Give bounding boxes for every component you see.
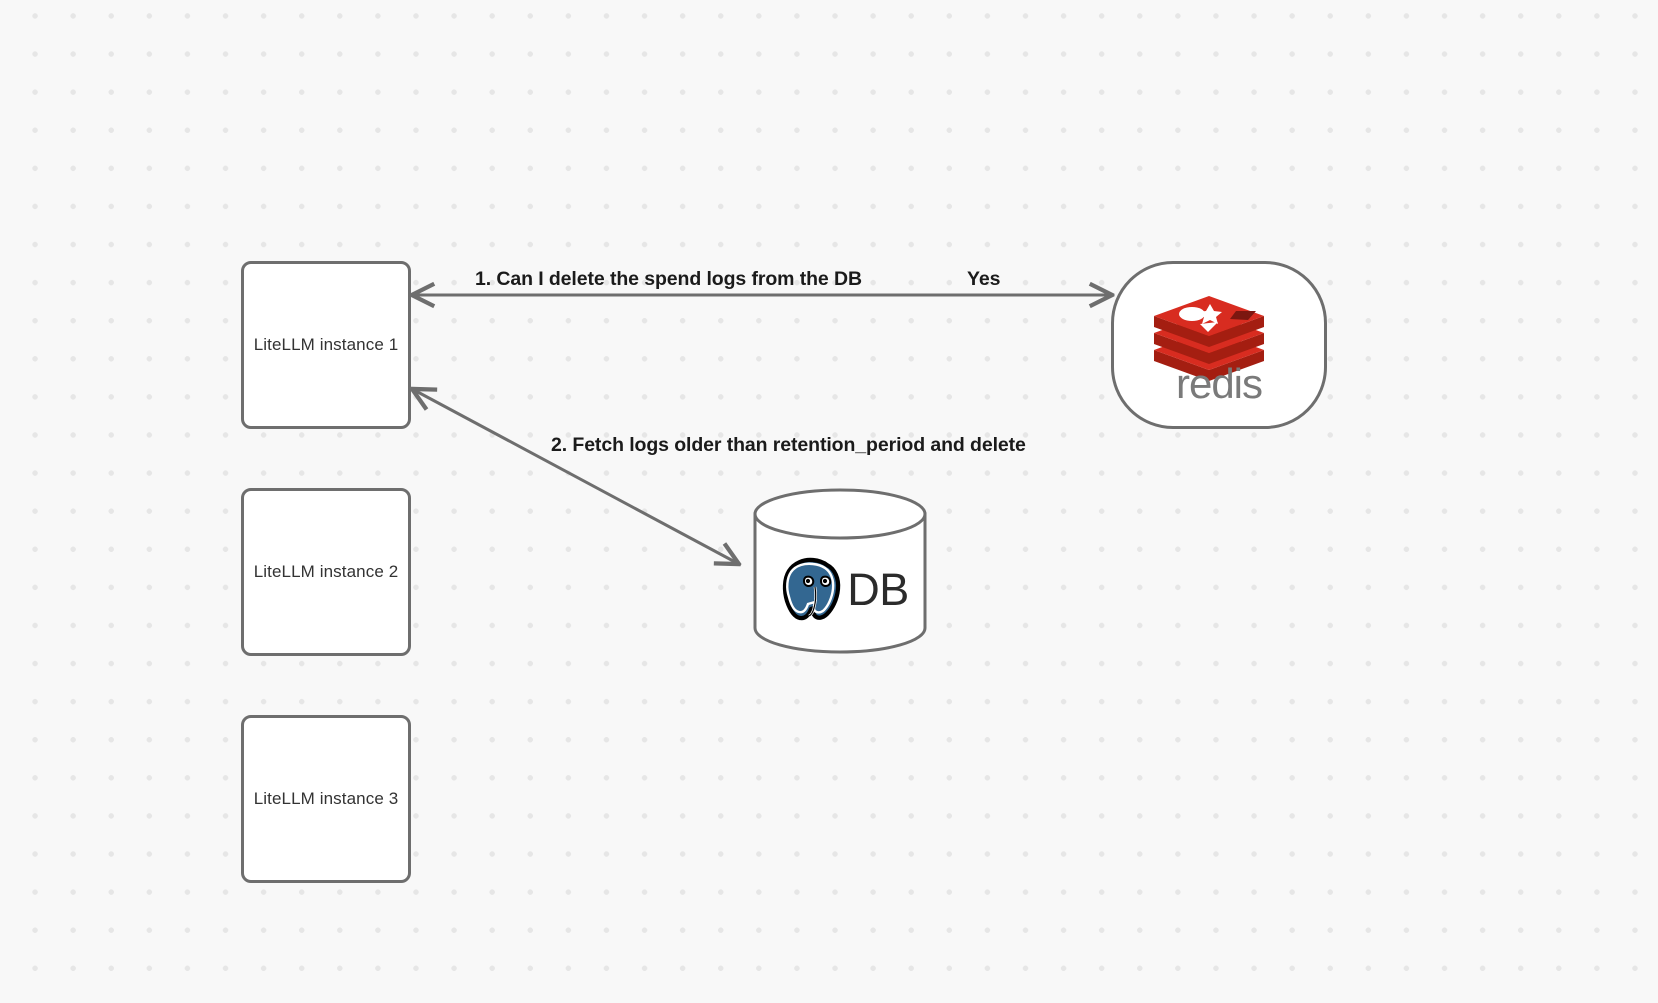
node-litellm-instance-3[interactable]: LiteLLM instance 3: [241, 715, 411, 883]
edge-label-yes: Yes: [967, 268, 1001, 290]
node-litellm-instance-2[interactable]: LiteLLM instance 2: [241, 488, 411, 656]
node-postgres-db[interactable]: DB: [752, 487, 928, 655]
node-postgres-db-label: DB: [847, 563, 909, 615]
edge-line-litellm1-db: [414, 390, 737, 563]
node-litellm-instance-1[interactable]: LiteLLM instance 1: [241, 261, 411, 429]
edge-label-step-2: 2. Fetch logs older than retention_perio…: [551, 434, 1026, 456]
node-litellm-instance-2-label: LiteLLM instance 2: [253, 562, 399, 581]
postgresql-elephant-icon: [783, 557, 841, 621]
node-litellm-instance-1-label: LiteLLM instance 1: [253, 335, 399, 354]
node-redis[interactable]: redis: [1111, 261, 1327, 429]
edge-label-step-1: 1. Can I delete the spend logs from the …: [475, 268, 862, 290]
redis-logo-icon: redis: [1154, 296, 1264, 404]
svg-text:redis: redis: [1176, 360, 1262, 404]
node-litellm-instance-3-label: LiteLLM instance 3: [253, 789, 399, 808]
